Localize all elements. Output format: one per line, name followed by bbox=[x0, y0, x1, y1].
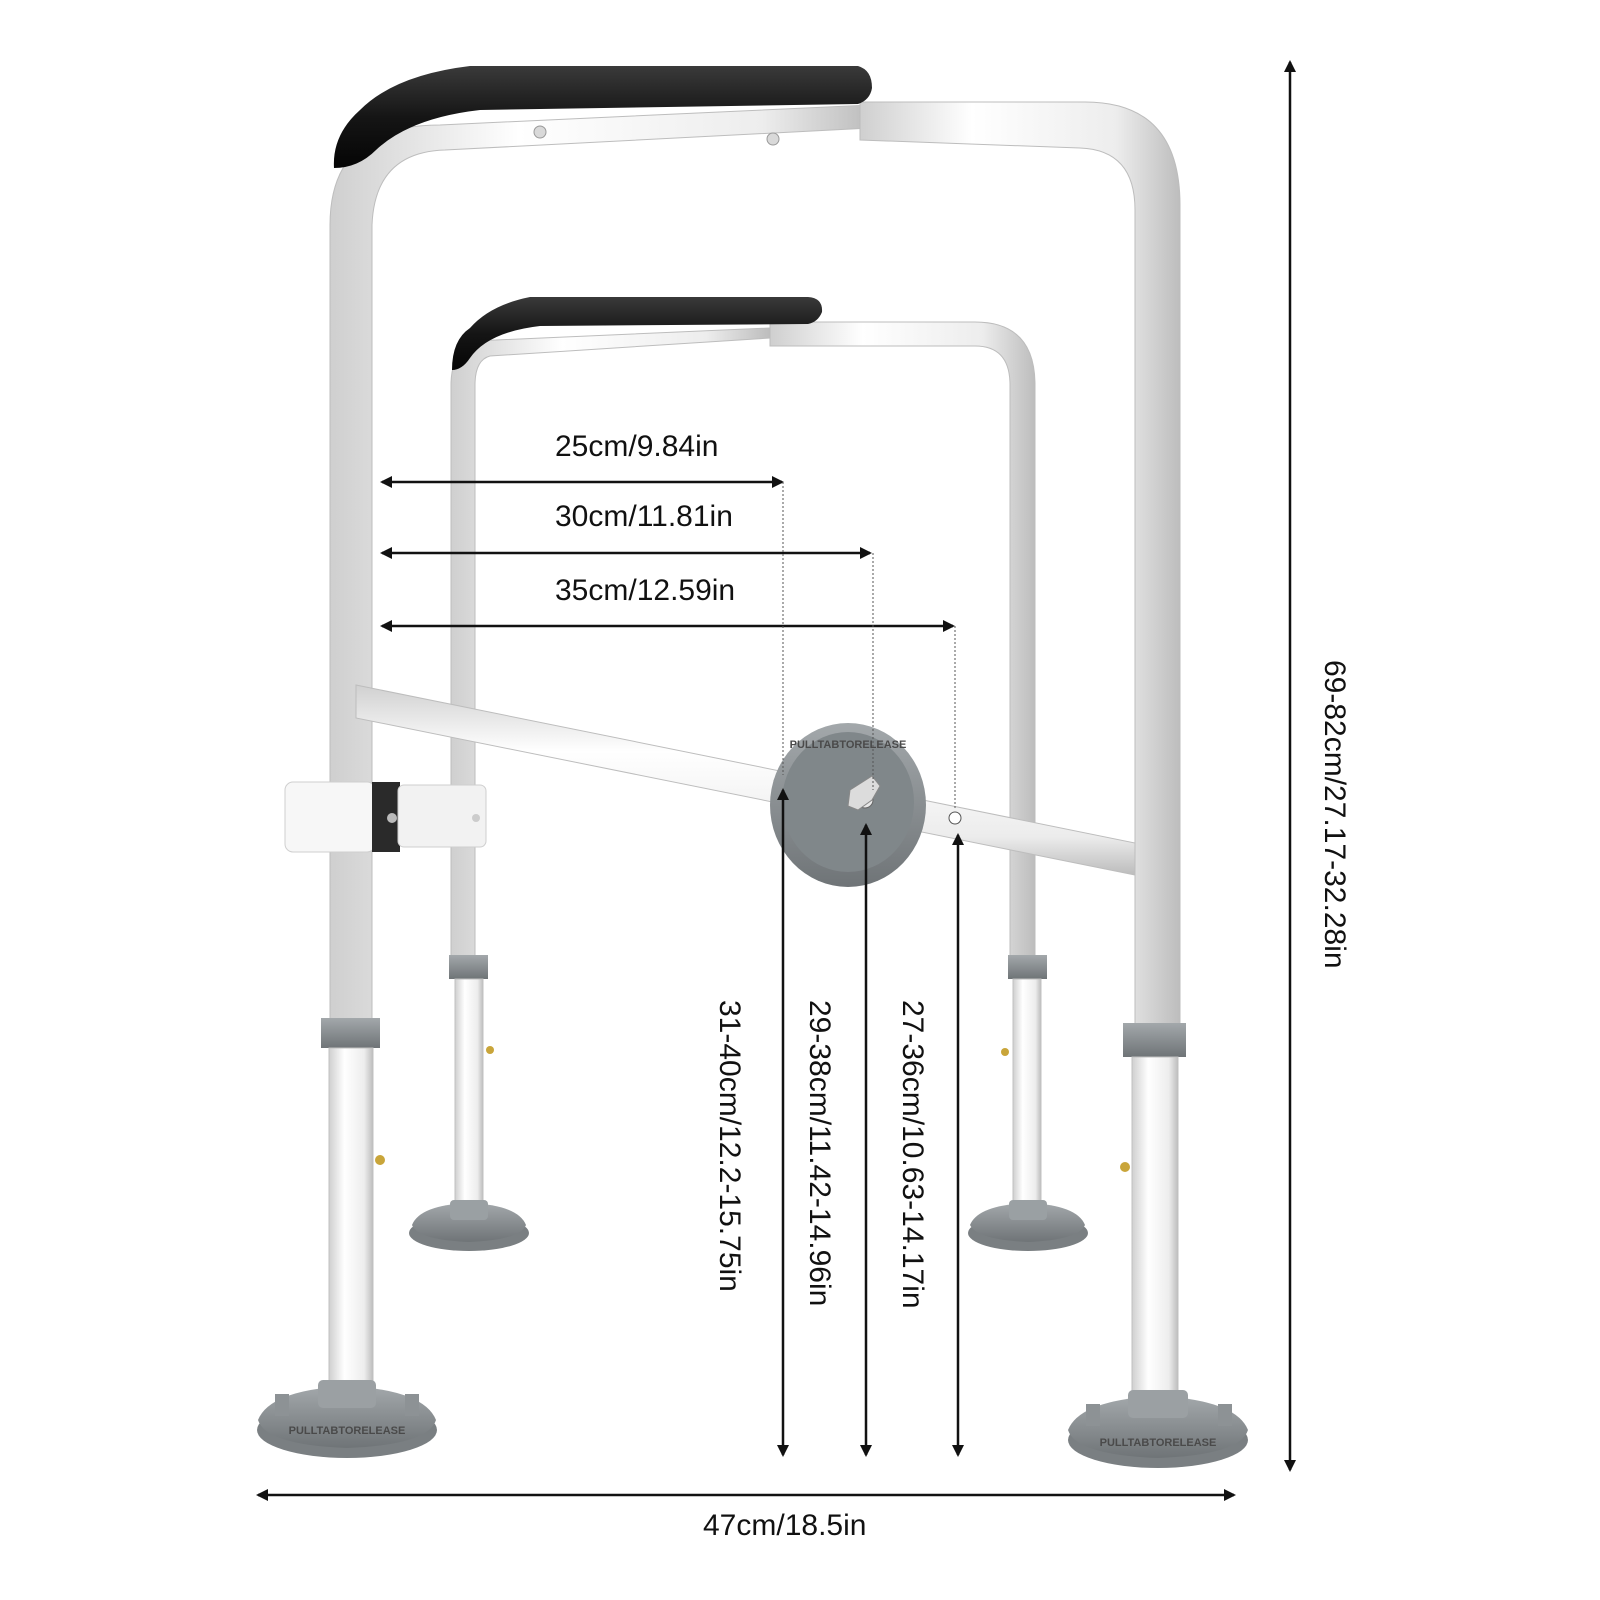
front-right-foot-text: PULLTABTORELEASE bbox=[1100, 1437, 1217, 1449]
suction-cup-logo: PULLTABTORELEASE bbox=[790, 739, 907, 751]
back-right-foot bbox=[968, 1200, 1088, 1251]
back-left-foot bbox=[409, 1200, 529, 1251]
label-bar-height-3: 27-36cm/10.63-14.17in bbox=[896, 1000, 929, 1309]
front-top-rail bbox=[859, 101, 1181, 1031]
label-width: 47cm/18.5in bbox=[703, 1509, 866, 1542]
front-right-foot: PULLTABTORELEASE bbox=[1068, 1390, 1248, 1468]
label-bar-height-1: 31-40cm/12.2-15.75in bbox=[713, 1000, 746, 1292]
label-total-height: 69-82cm/27.17-32.28in bbox=[1318, 660, 1351, 969]
suction-cup: PULLTABTORELEASE bbox=[770, 723, 926, 887]
front-right-pin bbox=[1120, 1162, 1130, 1172]
front-frame: PULLTABTORELEASE PULLTABTORELEASE PULLTA… bbox=[257, 66, 1248, 1468]
back-left-collar bbox=[449, 955, 488, 979]
crossbar-hole-3 bbox=[948, 811, 962, 825]
label-bar-height-2: 29-38cm/11.42-14.96in bbox=[803, 1000, 836, 1306]
label-depth-25: 25cm/9.84in bbox=[555, 430, 718, 463]
front-left-foot-text: PULLTABTORELEASE bbox=[289, 1425, 406, 1437]
wing-nut-icon bbox=[847, 775, 881, 811]
back-right-collar bbox=[1008, 955, 1047, 979]
front-left-collar bbox=[321, 1018, 380, 1048]
back-right-pin bbox=[1001, 1048, 1009, 1056]
back-right-extension bbox=[1012, 978, 1042, 1216]
back-left-extension bbox=[454, 978, 484, 1216]
front-left-pin bbox=[375, 1155, 385, 1165]
front-right-collar bbox=[1123, 1023, 1186, 1057]
front-right-extension bbox=[1131, 1056, 1179, 1393]
grip-screw-1 bbox=[533, 125, 547, 139]
side-clamp bbox=[284, 781, 487, 853]
back-grip bbox=[452, 297, 823, 370]
back-left-leg bbox=[450, 327, 771, 961]
grip-screw-2 bbox=[766, 132, 780, 146]
front-grip bbox=[333, 66, 872, 168]
back-frame bbox=[409, 297, 1088, 1251]
dimension-annotations bbox=[256, 60, 1296, 1501]
front-left-extension bbox=[328, 1047, 374, 1384]
front-left-leg bbox=[329, 104, 871, 1021]
dimension-labels: 25cm/9.84in 30cm/11.81in 35cm/12.59in 31… bbox=[555, 430, 1351, 1542]
label-depth-35: 35cm/12.59in bbox=[555, 574, 735, 607]
back-left-pin bbox=[486, 1046, 494, 1054]
front-left-foot: PULLTABTORELEASE bbox=[257, 1380, 437, 1458]
label-depth-30: 30cm/11.81in bbox=[555, 500, 733, 533]
